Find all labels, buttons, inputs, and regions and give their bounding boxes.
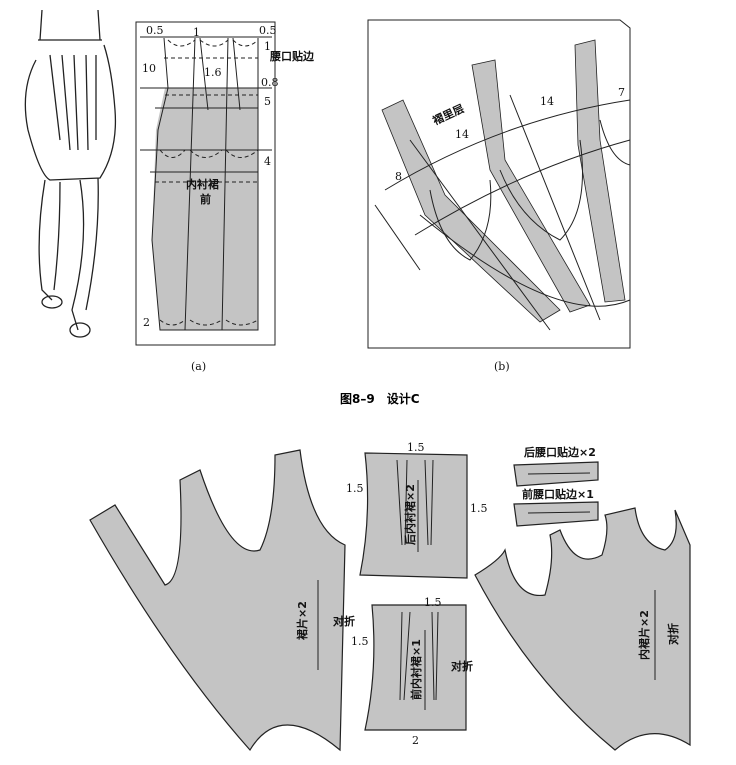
- front-lining-left: 1.5: [351, 635, 369, 648]
- front-lining-label: 前内衬裙×1: [409, 639, 423, 700]
- panel-b: [367, 19, 631, 349]
- front-lining-top: 1.5: [424, 596, 442, 609]
- label-0.8: 0.8: [261, 76, 279, 89]
- label-7: 7: [618, 86, 625, 99]
- label-8: 8: [395, 170, 402, 183]
- back-lining-right: 1.5: [470, 502, 488, 515]
- front-facing-label: 前腰口贴边×1: [522, 487, 594, 501]
- inner-piece: [474, 507, 691, 751]
- label-waist-facing: 腰口贴边: [269, 49, 315, 63]
- label-5: 5: [264, 95, 271, 108]
- skirt-label: 裙片×2: [295, 601, 309, 640]
- label-0.5-left: 0.5: [146, 24, 164, 37]
- label-1-top: 1: [193, 26, 200, 39]
- back-facing-label: 后腰口贴边×2: [524, 445, 596, 459]
- label-1.6: 1.6: [204, 66, 222, 79]
- caption-b: (b): [494, 360, 510, 373]
- back-lining-piece: [359, 452, 468, 579]
- label-10: 10: [142, 62, 156, 75]
- panel-a: [135, 21, 276, 346]
- label-1-right: 1: [264, 40, 271, 53]
- back-lining-left: 1.5: [346, 482, 364, 495]
- back-lining-top: 1.5: [407, 441, 425, 454]
- inner-piece-fold: 对折: [666, 623, 680, 645]
- skirt-fold: 对折: [333, 614, 355, 628]
- figure-title: 图8–9 设计C: [340, 391, 420, 406]
- label-4: 4: [264, 155, 271, 168]
- label-14b: 14: [540, 95, 554, 108]
- fashion-sketch: [24, 9, 117, 338]
- label-0.5-right: 0.5: [259, 24, 277, 37]
- front-lining-bottom: 2: [412, 734, 419, 747]
- caption-a: (a): [191, 360, 206, 373]
- label-2: 2: [143, 316, 150, 329]
- front-lining-piece: [364, 604, 467, 731]
- label-14a: 14: [455, 128, 469, 141]
- back-lining-label: 后内衬裙×2: [403, 484, 417, 545]
- inner-piece-label: 内裙片×2: [637, 610, 651, 660]
- front-facing-piece: [513, 501, 599, 527]
- skirt-piece: [89, 449, 346, 752]
- label-front: 前: [200, 192, 211, 206]
- front-lining-fold: 对折: [451, 659, 473, 673]
- label-lining: 内衬裙: [186, 177, 219, 191]
